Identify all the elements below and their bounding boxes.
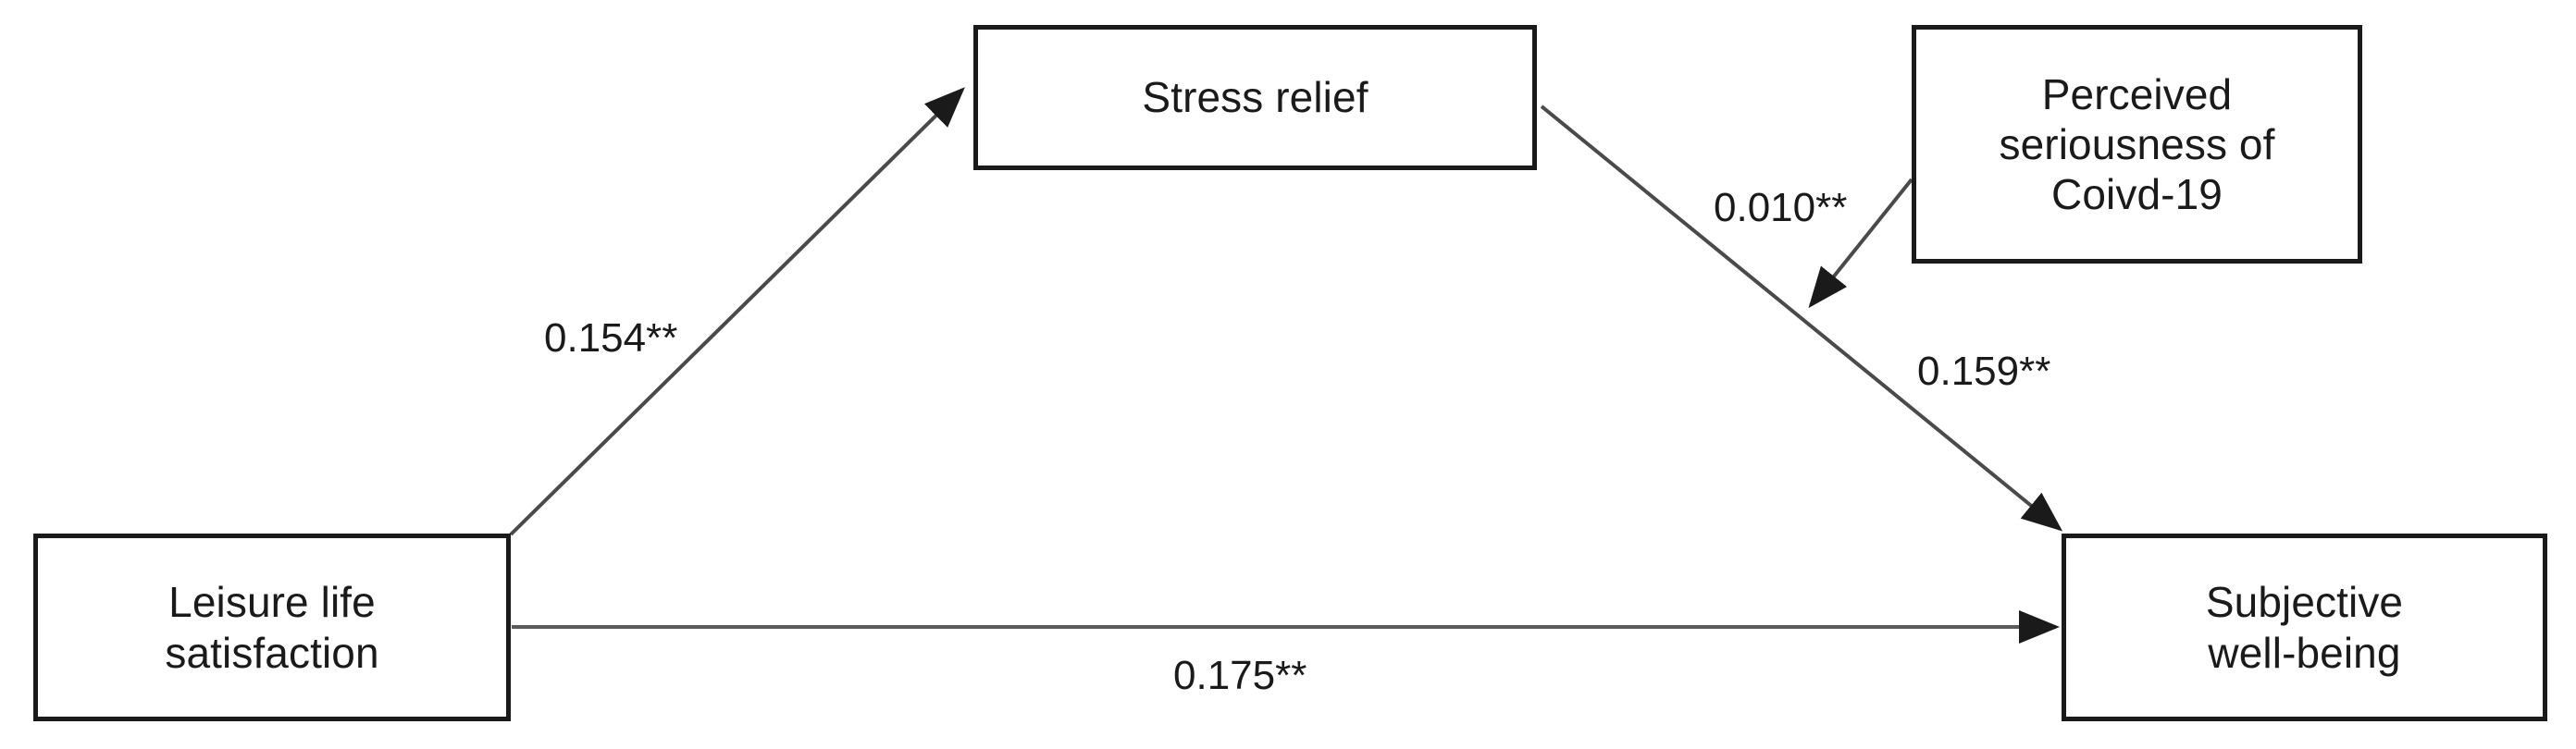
node-leisure-life-satisfaction-label: Leisure life satisfaction	[165, 578, 379, 677]
node-leisure-life-satisfaction[interactable]: Leisure life satisfaction	[33, 534, 511, 721]
node-stress-relief-label: Stress relief	[1142, 73, 1368, 122]
node-perceived-seriousness-of-covid-19[interactable]: Perceived seriousness of Coivd-19	[1912, 25, 2362, 264]
edge-label-leisure-to-swb: 0.175**	[1173, 653, 1307, 698]
edge-leisure-to-stress	[509, 87, 965, 536]
edge-label-stress-to-swb: 0.159**	[1917, 349, 2051, 394]
edge-moderator-to-path	[1808, 178, 1913, 309]
node-subjective-well-being[interactable]: Subjective well-being	[2062, 534, 2547, 721]
edge-label-leisure-to-stress: 0.154**	[544, 315, 678, 361]
node-perceived-seriousness-of-covid-19-label: Perceived seriousness of Coivd-19	[1999, 69, 2275, 219]
node-subjective-well-being-label: Subjective well-being	[2205, 578, 2404, 677]
edge-label-moderator-to-path: 0.010**	[1714, 185, 1848, 230]
edge-stress-to-swb	[1540, 104, 2063, 532]
node-stress-relief[interactable]: Stress relief	[973, 25, 1537, 170]
